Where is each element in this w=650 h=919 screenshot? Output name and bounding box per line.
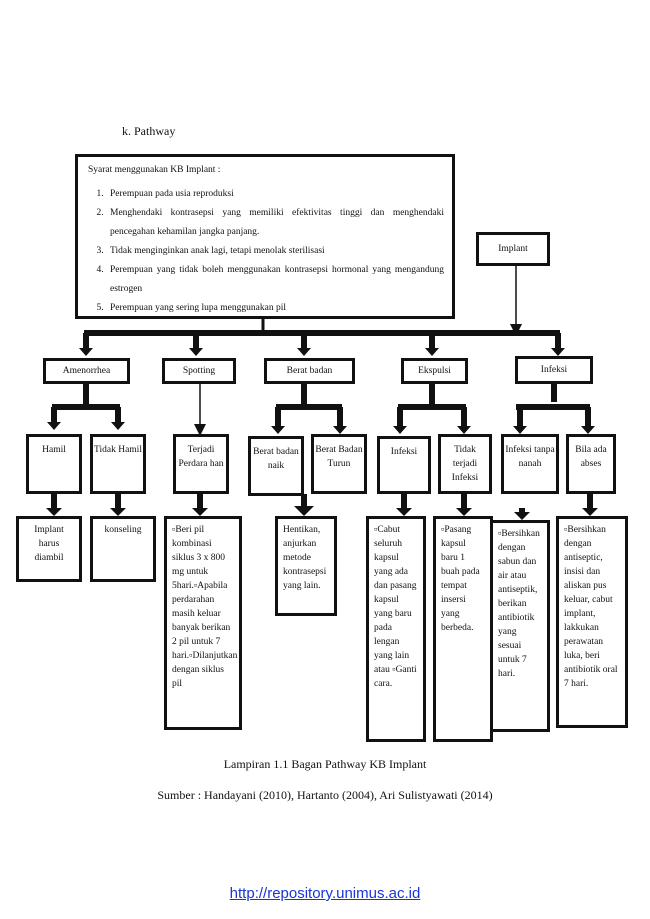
sub-tidak-hamil-label: Tidak Hamil (94, 445, 142, 455)
effect-berat-badan-label: Berat badan (286, 366, 333, 376)
action-konseling-box: konseling (90, 516, 156, 582)
effect-ekspulsi-label: Ekspulsi (418, 366, 451, 376)
sub-berat-badan-turun-label: Berat Badan Turun (315, 445, 363, 469)
sub-terjadi-perdarahan-box: Terjadi Perdara han (173, 434, 229, 494)
effect-spotting-box: Spotting (162, 358, 236, 384)
effect-ekspulsi-box: Ekspulsi (401, 358, 468, 384)
action-pasang-box: ▫Pasang kapsul baru 1 buah pada tempat i… (433, 516, 493, 742)
sub-terjadi-perdarahan-label: Terjadi Perdara han (178, 445, 224, 469)
action-cabut-text: ▫Cabut seluruh kapsul yang ada dan pasan… (374, 525, 417, 689)
requirements-box: Syarat menggunakan KB Implant : Perempua… (75, 154, 455, 319)
action-cabut-box: ▫Cabut seluruh kapsul yang ada dan pasan… (366, 516, 426, 742)
sub-bila-ada-abses-box: Bila ada abses (566, 434, 616, 494)
action-bersihkan-antiseptic-text: ▫Bersihkan dengan antiseptic, insisi dan… (564, 525, 618, 689)
requirement-item: Tidak menginginkan anak lagi, tetapi men… (106, 242, 444, 261)
sub-hamil-box: Hamil (26, 434, 82, 494)
action-hentikan-box: Hentikan, anjurkan metode kontrasepsi ya… (275, 516, 337, 616)
sub-berat-badan-naik-label: Berat badan naik (253, 447, 299, 471)
action-konseling-text: konseling (104, 525, 142, 535)
sub-tidak-terjadi-infeksi-box: Tidak terjadi Infeksi (438, 434, 492, 494)
action-pasang-text: ▫Pasang kapsul baru 1 buah pada tempat i… (441, 525, 480, 633)
sub-infeksi-label: Infeksi (390, 447, 418, 457)
sub-infeksi-tanpa-nanah-label: Infeksi tanpa nanah (505, 445, 555, 469)
action-bersihkan-sabun-box: ▫Bersihkan dengan sabun dan air atau ant… (490, 520, 550, 732)
sub-infeksi-tanpa-nanah-box: Infeksi tanpa nanah (501, 434, 559, 494)
implant-box: Implant (476, 232, 550, 266)
requirements-title: Syarat menggunakan KB Implant : (88, 165, 221, 175)
effect-amenorrhea-label: Amenorrhea (62, 366, 111, 376)
sub-berat-badan-naik-box: Berat badan naik (248, 436, 304, 496)
effect-berat-badan-box: Berat badan (264, 358, 355, 384)
action-pil-kombinasi-box: ▫Beri pil kombinasi siklus 3 x 800 mg un… (164, 516, 242, 730)
sub-bila-ada-abses-label: Bila ada abses (575, 445, 607, 469)
sub-tidak-hamil-box: Tidak Hamil (90, 434, 146, 494)
action-implant-diambil-text: Implant harus diambil (34, 525, 64, 563)
figure-caption: Lampiran 1.1 Bagan Pathway KB Implant (223, 757, 427, 771)
sub-berat-badan-turun-box: Berat Badan Turun (311, 434, 367, 494)
requirement-item: Perempuan yang tidak boleh menggunakan k… (106, 261, 444, 299)
requirements-list: Perempuan pada usia reproduksi Menghenda… (88, 185, 444, 318)
action-bersihkan-sabun-text: ▫Bersihkan dengan sabun dan air atau ant… (498, 529, 540, 679)
effect-amenorrhea-box: Amenorrhea (43, 358, 130, 384)
effect-spotting-label: Spotting (182, 366, 216, 376)
requirement-item: Menghendaki kontrasepsi yang memiliki ef… (106, 204, 444, 242)
action-bersihkan-antiseptic-box: ▫Bersihkan dengan antiseptic, insisi dan… (556, 516, 628, 728)
figure-source: Sumber : Handayani (2010), Hartanto (200… (157, 788, 493, 802)
action-implant-diambil-box: Implant harus diambil (16, 516, 82, 582)
action-pil-kombinasi-text: ▫Beri pil kombinasi siklus 3 x 800 mg un… (172, 525, 238, 689)
implant-label: Implant (498, 244, 528, 254)
effect-infeksi-box: Infeksi (515, 356, 593, 384)
effect-infeksi-label: Infeksi (540, 365, 568, 375)
requirement-item: Perempuan pada usia reproduksi (106, 185, 444, 204)
sub-tidak-terjadi-infeksi-label: Tidak terjadi Infeksi (451, 445, 479, 483)
section-heading: k. Pathway (122, 124, 176, 138)
sub-hamil-label: Hamil (42, 445, 66, 455)
repository-link[interactable]: http://repository.unimus.ac.id (229, 885, 421, 902)
sub-infeksi-box: Infeksi (377, 436, 431, 494)
action-hentikan-text: Hentikan, anjurkan metode kontrasepsi ya… (283, 525, 327, 591)
requirement-item: Perempuan yang sering lupa menggunakan p… (106, 299, 444, 318)
